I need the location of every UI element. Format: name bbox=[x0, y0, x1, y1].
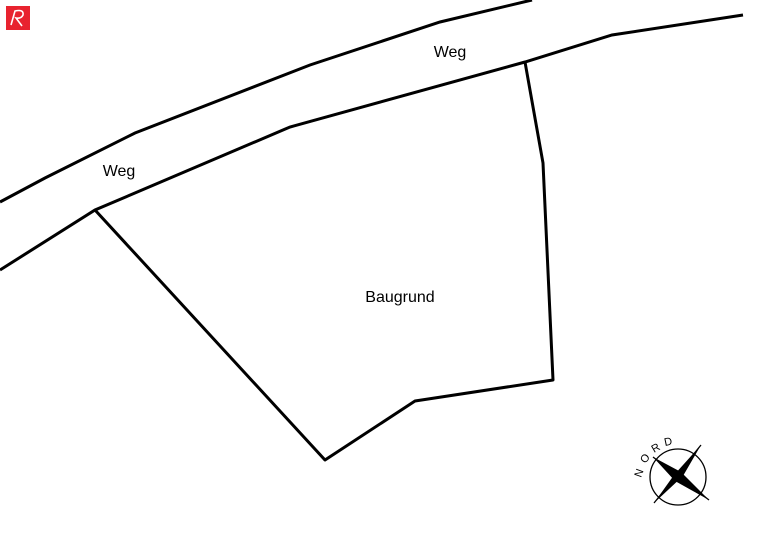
compass-letter-o: O bbox=[638, 451, 653, 466]
road-label-upper: Weg bbox=[434, 44, 467, 61]
compass-letter-n: N bbox=[633, 467, 647, 479]
compass-letter-d: D bbox=[663, 436, 673, 449]
plot-label: Baugrund bbox=[365, 289, 434, 306]
road-upper-edge bbox=[0, 0, 533, 204]
plot-boundary bbox=[93, 61, 555, 462]
road-label-lower: Weg bbox=[103, 163, 136, 180]
compass-letter-r: R bbox=[650, 441, 663, 455]
logo bbox=[6, 6, 30, 30]
road-lower-edge bbox=[0, 13, 744, 272]
compass-rose-icon: N O R D bbox=[633, 436, 710, 506]
